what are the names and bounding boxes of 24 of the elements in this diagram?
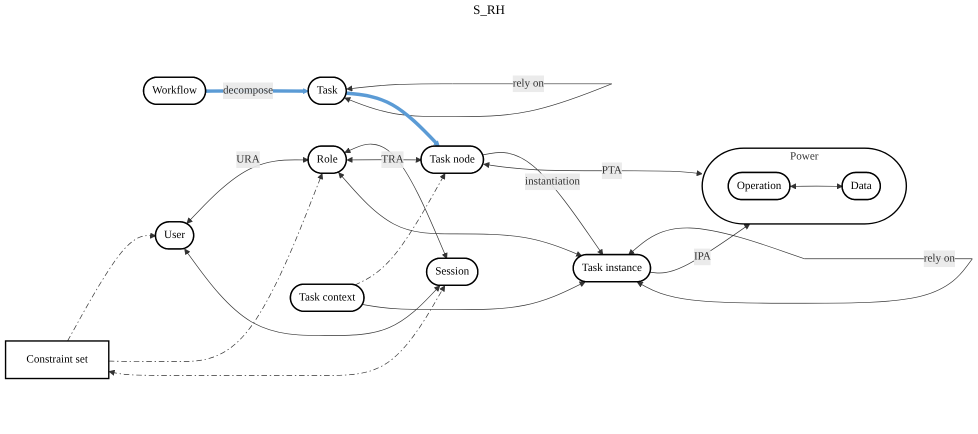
arrow: [186, 156, 309, 224]
arrow: [346, 91, 440, 147]
edge-label: PTA: [602, 164, 622, 176]
arrow: [338, 172, 582, 257]
arrow: [482, 152, 604, 256]
note-label: S_RH: [473, 2, 505, 17]
edge-label: decompose: [222, 84, 274, 96]
edge-label: TRA: [381, 153, 404, 166]
edge-label: URA: [236, 153, 260, 166]
arrow: [790, 183, 843, 190]
arrow: [344, 144, 448, 259]
arrow: [108, 285, 446, 376]
node-box: Constraint set: [4, 340, 110, 380]
arrow: [483, 162, 702, 176]
edge-label: rely on: [512, 78, 544, 90]
edge-label: IPA: [694, 250, 711, 262]
arrow: [67, 232, 156, 342]
edge-label: instantiation: [524, 176, 580, 188]
edge-label: rely on: [924, 252, 955, 264]
arrow: [362, 282, 586, 310]
arrow: [108, 173, 324, 362]
arrow: [184, 248, 440, 336]
arrow: [354, 173, 446, 286]
arrow: [650, 224, 750, 274]
